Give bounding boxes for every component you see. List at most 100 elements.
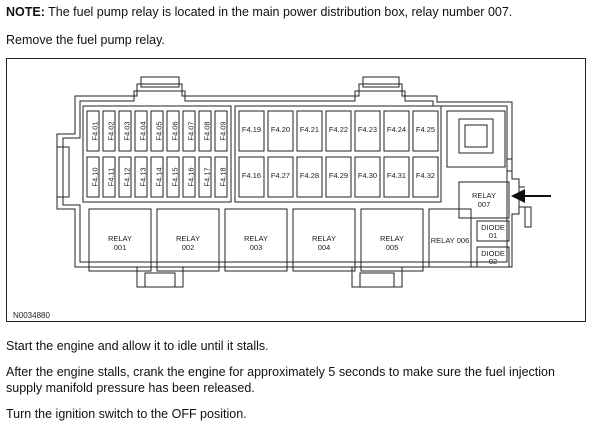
fuse-cell: F4.05 bbox=[150, 110, 164, 152]
fuse-cell: F4.17 bbox=[198, 156, 212, 198]
note-paragraph: NOTE: The fuel pump relay is located in … bbox=[6, 4, 512, 20]
relay-label-1: RELAY bbox=[176, 234, 200, 243]
relay-label-2: 005 bbox=[386, 243, 399, 252]
relay-label-1: RELAY bbox=[244, 234, 268, 243]
fuse-label: F4.08 bbox=[202, 121, 211, 140]
fuse-label: F4.10 bbox=[90, 167, 99, 186]
fuse-cell: F4.25 bbox=[412, 110, 439, 152]
fuse-cell: F4.18 bbox=[214, 156, 228, 198]
fuse-label: F4.07 bbox=[186, 121, 195, 140]
fuse-cell: F4.29 bbox=[325, 156, 352, 198]
fuse-cell: F4.31 bbox=[383, 156, 410, 198]
step-remove-relay: Remove the fuel pump relay. bbox=[6, 33, 165, 47]
fuse-label: F4.19 bbox=[242, 125, 261, 134]
relay-label-2: 002 bbox=[182, 243, 195, 252]
fuse-cell: F4.04 bbox=[134, 110, 148, 152]
fuse-cell: F4.02 bbox=[102, 110, 116, 152]
step-crank-line-1: After the engine stalls, crank the engin… bbox=[6, 365, 555, 379]
fuse-label: F4.32 bbox=[416, 171, 435, 180]
relay-label-1: RELAY bbox=[312, 234, 336, 243]
fuse-label: F4.31 bbox=[387, 171, 406, 180]
fuse-cell: F4.20 bbox=[267, 110, 294, 152]
relay-007 bbox=[458, 181, 510, 219]
diode-01-label-2: 01 bbox=[489, 231, 497, 240]
fuse-label: F4.06 bbox=[170, 121, 179, 140]
fuse-label: F4.22 bbox=[329, 125, 348, 134]
fuse-cell: F4.06 bbox=[166, 110, 180, 152]
relay-label-1: RELAY bbox=[380, 234, 404, 243]
figure-id-label: N0034880 bbox=[13, 311, 50, 320]
relay-label-1: RELAY bbox=[108, 234, 132, 243]
fuse-cell: F4.15 bbox=[166, 156, 180, 198]
relay-006-label: RELAY 006 bbox=[431, 236, 470, 245]
relay-007-label-2: 007 bbox=[478, 200, 491, 209]
fuse-cell: F4.32 bbox=[412, 156, 439, 198]
fuse-cell: F4.03 bbox=[118, 110, 132, 152]
relay-label-2: 001 bbox=[114, 243, 127, 252]
fuse-cell: F4.07 bbox=[182, 110, 196, 152]
step-start-engine: Start the engine and allow it to idle un… bbox=[6, 339, 269, 353]
fuse-label: F4.15 bbox=[170, 167, 179, 186]
fuse-cell: F4.19 bbox=[238, 110, 265, 152]
fuse-label: F4.14 bbox=[154, 167, 163, 186]
fuse-cell: F4.23 bbox=[354, 110, 381, 152]
fuse-label: F4.21 bbox=[300, 125, 319, 134]
diode-01-label-1: DIODE bbox=[481, 223, 505, 232]
fuse-cell: F4.30 bbox=[354, 156, 381, 198]
fuse-label: F4.13 bbox=[138, 167, 147, 186]
fuse-cell: F4.27 bbox=[267, 156, 294, 198]
fuse-cell: F4.24 bbox=[383, 110, 410, 152]
fuse-label: F4.18 bbox=[218, 167, 227, 186]
fuse-label: F4.02 bbox=[106, 121, 115, 140]
fuse-cell: F4.22 bbox=[325, 110, 352, 152]
fuse-label: F4.28 bbox=[300, 171, 319, 180]
relay-007-label-1: RELAY bbox=[472, 191, 496, 200]
fuse-label: F4.01 bbox=[90, 121, 99, 140]
fuse-label: F4.12 bbox=[122, 167, 131, 186]
fuse-cell: F4.09 bbox=[214, 110, 228, 152]
fuse-label: F4.03 bbox=[122, 121, 131, 140]
fuse-cell: F4.16 bbox=[238, 156, 265, 198]
fuse-label: F4.16 bbox=[186, 167, 195, 186]
fuse-label: F4.17 bbox=[202, 167, 211, 186]
fuse-cell: F4.21 bbox=[296, 110, 323, 152]
step-crank-line-2: supply manifold pressure has been releas… bbox=[6, 381, 255, 395]
fuse-box-figure: F4.01 F4.02 F4.03 F4.04 F4.05 F4.06 F4.07 F4.08… bbox=[6, 58, 586, 322]
large-socket bbox=[446, 110, 506, 168]
diode-01 bbox=[476, 220, 510, 242]
diode-02-label-1: DIODE bbox=[481, 249, 505, 258]
fuse-label: F4.20 bbox=[271, 125, 290, 134]
fuse-box-diagram: F4.01 F4.02 F4.03 F4.04 F4.05 F4.06 F4.07 F4.08… bbox=[13, 76, 551, 320]
note-text: The fuel pump relay is located in the ma… bbox=[44, 5, 513, 19]
fuse-cell: F4.11 bbox=[102, 156, 116, 198]
fuse-label: F4.25 bbox=[416, 125, 435, 134]
housing-outline bbox=[56, 76, 532, 288]
fuse-cell: F4.14 bbox=[150, 156, 164, 198]
fuse-cell: F4.01 bbox=[86, 110, 100, 152]
fuse-cell: F4.28 bbox=[296, 156, 323, 198]
relay-label-2: 004 bbox=[318, 243, 331, 252]
fuse-label: F4.23 bbox=[358, 125, 377, 134]
fuse-cell: F4.08 bbox=[198, 110, 212, 152]
diode-02-label-2: 02 bbox=[489, 257, 497, 266]
fuse-label: F4.05 bbox=[154, 121, 163, 140]
fuse-label: F4.24 bbox=[387, 125, 406, 134]
fuse-label: F4.27 bbox=[271, 171, 290, 180]
fuse-cell: F4.12 bbox=[118, 156, 132, 198]
fuse-label: F4.29 bbox=[329, 171, 348, 180]
relay-label-2: 003 bbox=[250, 243, 263, 252]
fuse-label: F4.11 bbox=[106, 168, 115, 187]
note-label: NOTE: bbox=[6, 5, 45, 19]
fuse-label: F4.09 bbox=[218, 121, 227, 140]
arrow-icon bbox=[511, 189, 551, 203]
fuse-cell: F4.10 bbox=[86, 156, 100, 198]
fuse-label: F4.30 bbox=[358, 171, 377, 180]
fuse-label: F4.04 bbox=[138, 121, 147, 140]
fuse-cell: F4.13 bbox=[134, 156, 148, 198]
fuse-label: F4.16 bbox=[242, 171, 261, 180]
